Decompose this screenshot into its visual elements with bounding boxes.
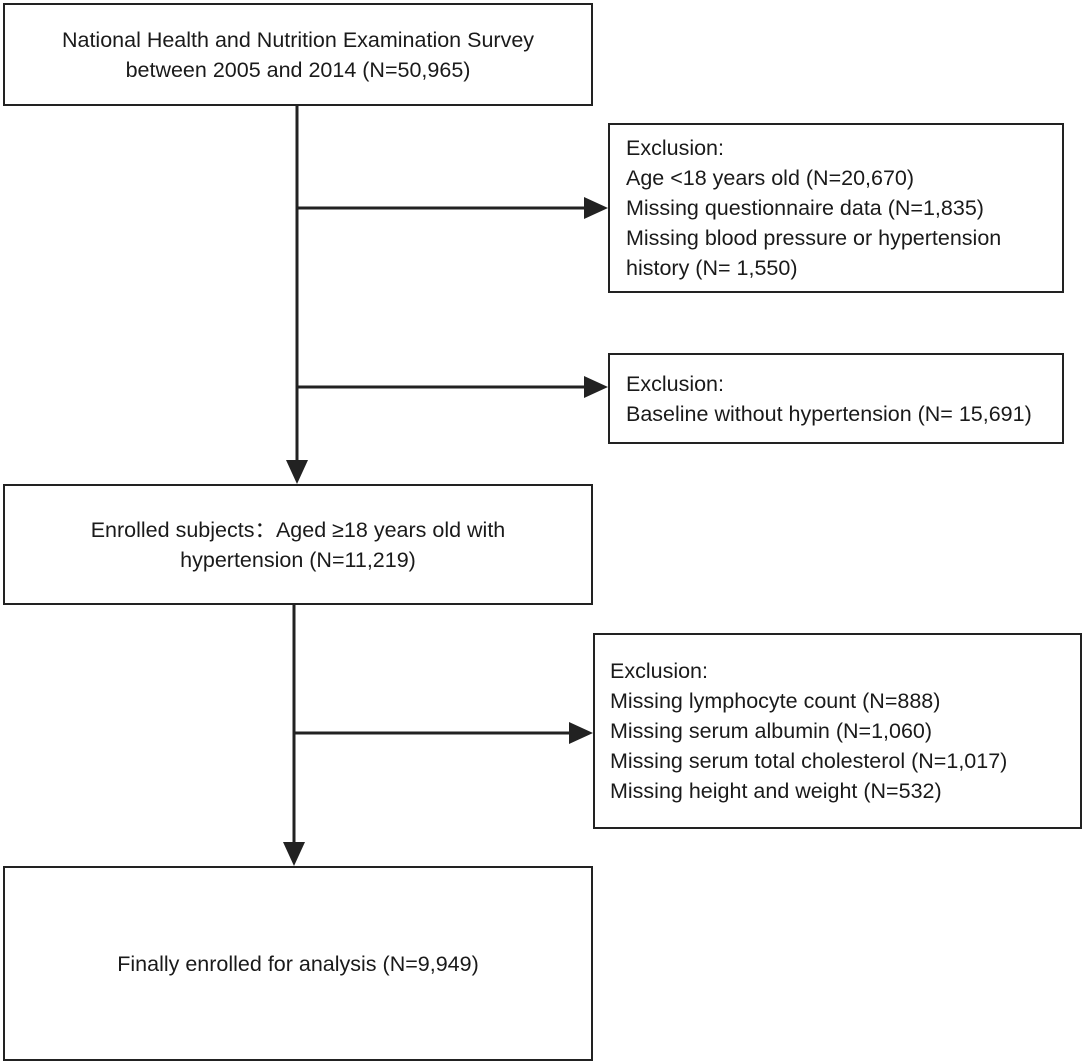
survey-source-box: National Health and Nutrition Examinatio… bbox=[3, 3, 593, 106]
exclusion-3-item-cholesterol: Missing serum total cholesterol (N=1,017… bbox=[610, 749, 1008, 773]
enrolled-line-1: Enrolled subjects：Aged ≥18 years old wit… bbox=[90, 517, 506, 542]
arrow-to-exclusion-2 bbox=[584, 376, 608, 398]
exclusion-3-item-height-weight: Missing height and weight (N=532) bbox=[610, 779, 942, 803]
survey-line-1: National Health and Nutrition Examinatio… bbox=[61, 27, 535, 52]
exclusion-2-heading: Exclusion: bbox=[626, 371, 724, 396]
enrolled-line-2: hypertension (N=11,219) bbox=[180, 547, 416, 572]
final-line-1: Finally enrolled for analysis (N=9,949) bbox=[117, 951, 479, 976]
exclusion-box-2: Exclusion: Baseline without hypertension… bbox=[608, 353, 1064, 444]
arrow-to-enrolled bbox=[286, 460, 308, 484]
arrow-to-exclusion-1 bbox=[584, 197, 608, 219]
enrolled-subjects-box: Enrolled subjects：Aged ≥18 years old wit… bbox=[3, 484, 593, 605]
exclusion-3-item-lymphocyte: Missing lymphocyte count (N=888) bbox=[610, 689, 941, 713]
survey-line-2: between 2005 and 2014 (N=50,965) bbox=[125, 57, 471, 82]
exclusion-box-3: Exclusion: Missing lymphocyte count (N=8… bbox=[593, 633, 1082, 829]
exclusion-3-item-albumin: Missing serum albumin (N=1,060) bbox=[610, 719, 933, 743]
arrow-to-exclusion-3 bbox=[569, 722, 593, 744]
final-enrolled-box: Finally enrolled for analysis (N=9,949) bbox=[3, 866, 593, 1061]
exclusion-1-item-blood-pressure-cont: history (N= 1,550) bbox=[626, 256, 798, 280]
exclusion-1-item-questionnaire: Missing questionnaire data (N=1,835) bbox=[626, 196, 984, 220]
exclusion-2-item-baseline: Baseline without hypertension (N= 15,691… bbox=[626, 401, 1032, 426]
exclusion-1-item-blood-pressure: Missing blood pressure or hypertension bbox=[626, 226, 1002, 250]
arrow-to-final bbox=[283, 842, 305, 866]
exclusion-1-heading: Exclusion: bbox=[626, 136, 724, 160]
exclusion-1-item-age: Age <18 years old (N=20,670) bbox=[626, 166, 915, 190]
exclusion-3-heading: Exclusion: bbox=[610, 659, 708, 683]
exclusion-box-1: Exclusion: Age <18 years old (N=20,670) … bbox=[608, 123, 1064, 293]
